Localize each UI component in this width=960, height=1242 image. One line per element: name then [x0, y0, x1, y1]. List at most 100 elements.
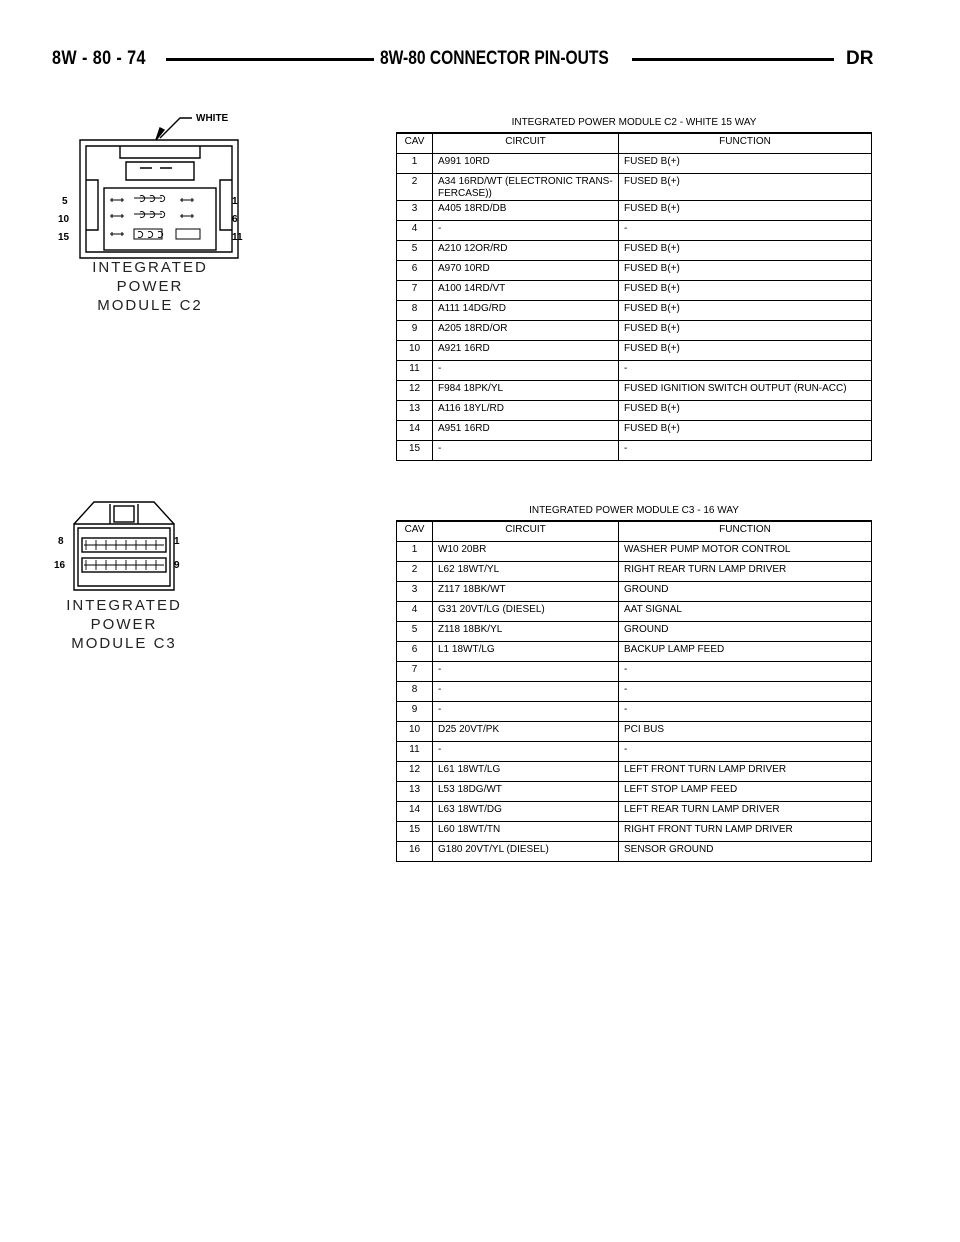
circuit-cell: - [432, 220, 619, 241]
table-header-row: CAV CIRCUIT FUNCTION [396, 132, 872, 154]
function-cell: AAT SIGNAL [618, 601, 872, 622]
function-cell: LEFT REAR TURN LAMP DRIVER [618, 801, 872, 822]
page-number: 8W - 80 - 74 [52, 48, 146, 69]
cav-cell: 6 [396, 641, 433, 662]
cav-cell: 14 [396, 420, 433, 441]
circuit-cell: A111 14DG/RD [432, 300, 619, 321]
function-cell: FUSED B(+) [618, 400, 872, 421]
cav-cell: 11 [396, 741, 433, 762]
circuit-cell: - [432, 661, 619, 682]
table-row: 11-- [396, 360, 872, 381]
cav-cell: 13 [396, 400, 433, 421]
circuit-cell: L61 18WT/LG [432, 761, 619, 782]
column-header-function: FUNCTION [618, 132, 872, 154]
c3-pin-label: 9 [174, 560, 180, 571]
function-cell: FUSED B(+) [618, 420, 872, 441]
c2-pin-label: 10 [58, 214, 70, 225]
function-cell: FUSED B(+) [618, 240, 872, 261]
c2-table-title: INTEGRATED POWER MODULE C2 - WHITE 15 WA… [511, 117, 757, 128]
function-cell: GROUND [618, 581, 872, 602]
cav-cell: 7 [396, 661, 433, 682]
circuit-cell: Z117 18BK/WT [432, 581, 619, 602]
cav-cell: 10 [396, 721, 433, 742]
function-cell: - [618, 440, 872, 461]
circuit-cell: A116 18YL/RD [432, 400, 619, 421]
c2-wire-color-label: WHITE [196, 113, 229, 124]
table-row: 11-- [396, 741, 872, 762]
function-cell: FUSED B(+) [618, 173, 872, 201]
cav-cell: 9 [396, 320, 433, 341]
column-header-circuit: CIRCUIT [432, 132, 619, 154]
section-code: DR [846, 48, 874, 69]
header-rule-right [632, 58, 834, 61]
cav-cell: 12 [396, 380, 433, 401]
cav-cell: 2 [396, 561, 433, 582]
cav-cell: 9 [396, 701, 433, 722]
column-header-function: FUNCTION [618, 520, 872, 542]
function-cell: - [618, 220, 872, 241]
function-cell: WASHER PUMP MOTOR CONTROL [618, 541, 872, 562]
c3-caption-line: MODULE C3 [71, 635, 177, 652]
cav-cell: 3 [396, 200, 433, 221]
function-cell: GROUND [618, 621, 872, 642]
table-header-row: CAV CIRCUIT FUNCTION [396, 520, 872, 542]
table-row: 8-- [396, 681, 872, 702]
page-header: 8W - 80 - 74 8W-80 CONNECTOR PIN-OUTS DR [0, 44, 960, 78]
connector-c3-figure: 8 16 1 9 INTEGRATED POWER MODULE C3 [54, 496, 254, 656]
c3-caption: INTEGRATED POWER MODULE C3 [54, 596, 194, 653]
function-cell: FUSED IGNITION SWITCH OUTPUT (RUN-ACC) [618, 380, 872, 401]
section-title: 8W-80 CONNECTOR PIN-OUTS [380, 48, 609, 69]
cav-cell: 8 [396, 300, 433, 321]
circuit-cell: L1 18WT/LG [432, 641, 619, 662]
cav-cell: 14 [396, 801, 433, 822]
cav-cell: 3 [396, 581, 433, 602]
connector-c3-drawing [73, 501, 175, 591]
c3-table-title: INTEGRATED POWER MODULE C3 - 16 WAY [529, 505, 739, 516]
c3-caption-line: INTEGRATED [66, 597, 182, 614]
circuit-cell: A921 16RD [432, 340, 619, 361]
function-cell: FUSED B(+) [618, 340, 872, 361]
cav-cell: 12 [396, 761, 433, 782]
c2-caption-line: POWER [116, 278, 184, 295]
function-cell: FUSED B(+) [618, 280, 872, 301]
function-cell: LEFT FRONT TURN LAMP DRIVER [618, 761, 872, 782]
cav-cell: 1 [396, 541, 433, 562]
table-row: 9-- [396, 701, 872, 722]
cav-cell: 4 [396, 601, 433, 622]
circuit-cell: Z118 18BK/YL [432, 621, 619, 642]
table-row: 4-- [396, 220, 872, 241]
circuit-cell: G31 20VT/LG (DIESEL) [432, 601, 619, 622]
function-cell: - [618, 681, 872, 702]
function-cell: BACKUP LAMP FEED [618, 641, 872, 662]
cav-cell: 11 [396, 360, 433, 381]
circuit-cell: A100 14RD/VT [432, 280, 619, 301]
c2-pin-label: 11 [232, 232, 243, 243]
cav-cell: 2 [396, 173, 433, 201]
circuit-cell: - [432, 360, 619, 381]
table-row: 15-- [396, 440, 872, 461]
circuit-cell: A405 18RD/DB [432, 200, 619, 221]
circuit-cell: L62 18WT/YL [432, 561, 619, 582]
circuit-cell: W10 20BR [432, 541, 619, 562]
function-cell: FUSED B(+) [618, 260, 872, 281]
circuit-cell: - [432, 741, 619, 762]
table-row: 7-- [396, 661, 872, 682]
circuit-cell: A34 16RD/WT (ELECTRONIC TRANS-FERCASE)) [432, 173, 619, 201]
circuit-cell: L63 18WT/DG [432, 801, 619, 822]
function-cell: RIGHT FRONT TURN LAMP DRIVER [618, 821, 872, 842]
circuit-cell: A210 12OR/RD [432, 240, 619, 261]
